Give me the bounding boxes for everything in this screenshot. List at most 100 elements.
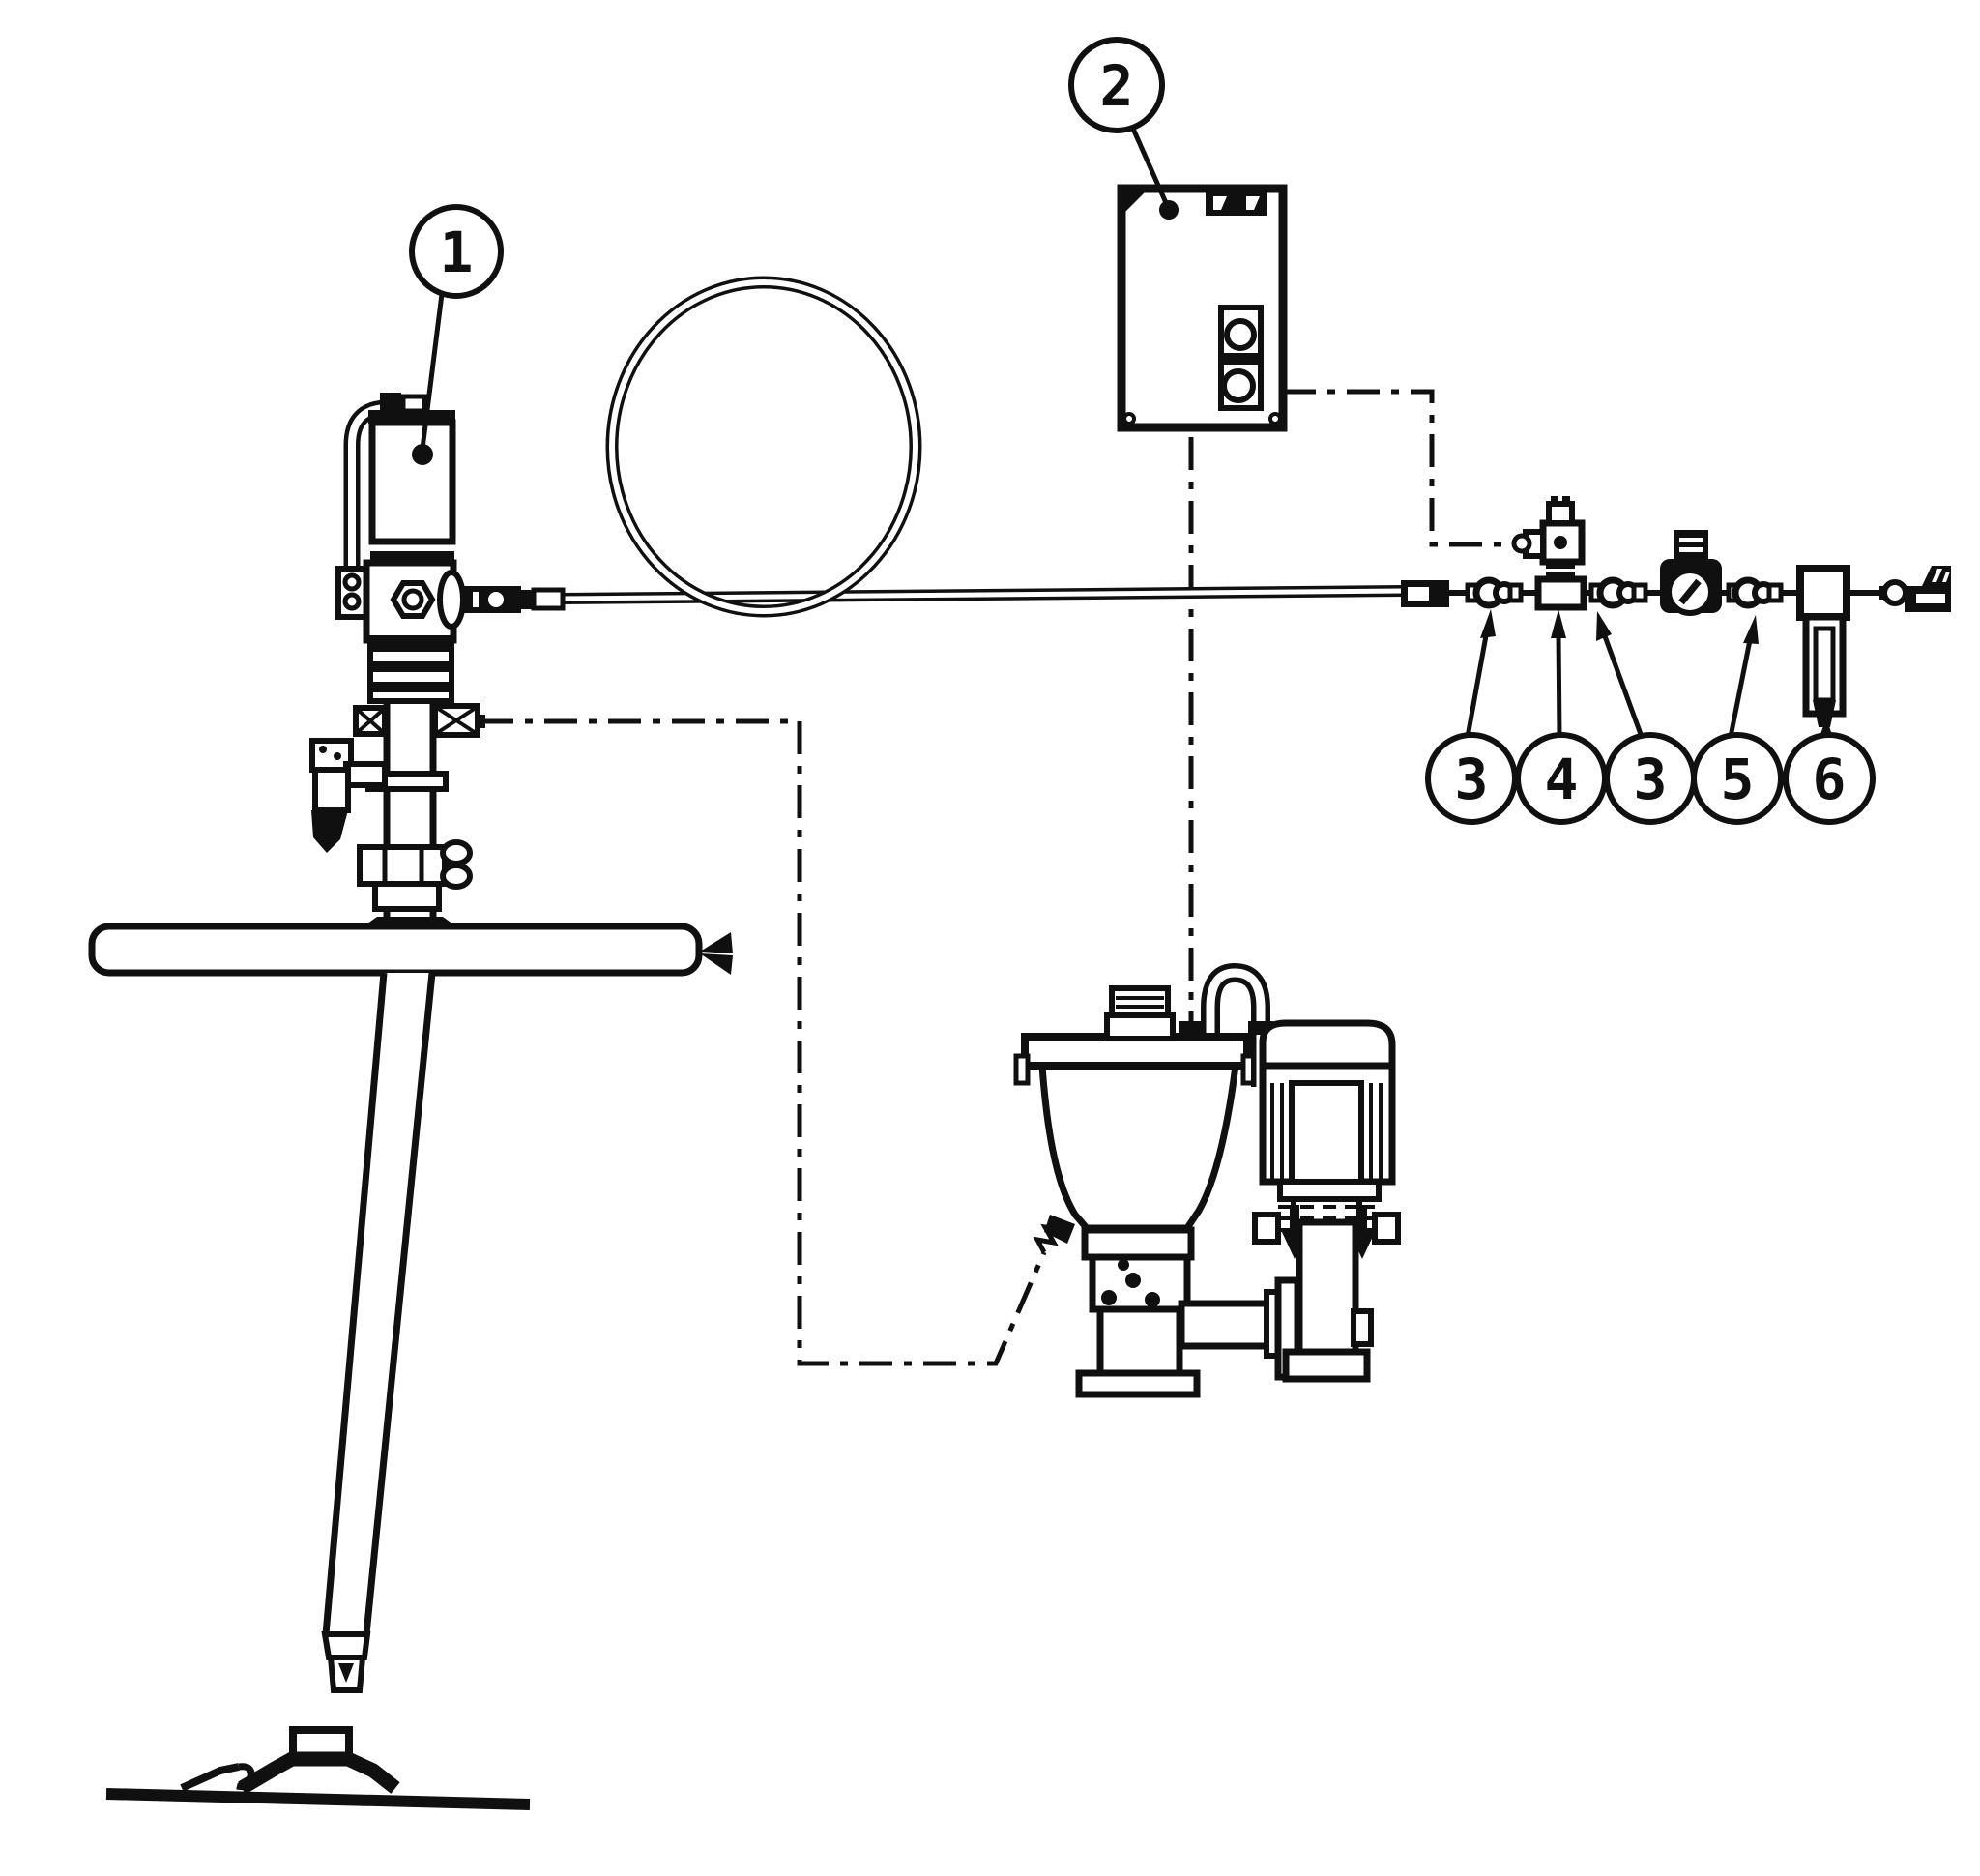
solenoid-port-dot: [1554, 536, 1567, 549]
plate-handle-hook: [236, 1763, 255, 1791]
fitting-slit: [473, 592, 479, 607]
terminal-notch: [1246, 196, 1260, 210]
callout-3a: 3: [1425, 609, 1518, 825]
leader-arrow: [1596, 611, 1612, 641]
leader-line: [1465, 630, 1490, 738]
cover-wing-nut: [700, 932, 733, 953]
callout-label: 6: [1813, 747, 1847, 812]
callout-2: 2: [1068, 37, 1179, 220]
riser-foot-bolt: [342, 572, 362, 592]
suction-tube-lower: [321, 972, 436, 1693]
pedestal-flange: [1081, 1226, 1195, 1261]
leader-line: [420, 293, 445, 450]
balloon-circle: [1783, 732, 1876, 825]
gearbox-bolt: [1125, 1273, 1141, 1288]
balloon-circle: [409, 204, 504, 299]
balloon-circle: [1691, 732, 1784, 825]
plate-dome: [238, 1751, 400, 1795]
line-valve-left: [1465, 576, 1524, 609]
callout-5: 5: [1691, 615, 1784, 825]
line-valve-right: [1588, 576, 1648, 609]
solenoid-valve: [1511, 496, 1587, 611]
callout-label: 3: [1634, 747, 1668, 812]
knob-line: [1679, 538, 1703, 542]
filler-cap: [1109, 985, 1171, 1018]
leader-dot: [1159, 200, 1179, 220]
neck-stub-left: [1252, 1212, 1281, 1245]
cap-ribs: [1116, 996, 1164, 1009]
leader-arrow: [1743, 615, 1759, 644]
top-muffler: [400, 394, 427, 414]
coupler-ring: [1881, 579, 1908, 606]
balloon-circle: [1068, 37, 1165, 133]
bleed-bolt: [319, 746, 327, 753]
air-supply-line: [1401, 496, 1951, 727]
callout-label: 3: [1455, 747, 1489, 812]
pilot-tap: [476, 715, 485, 728]
control-box: [1117, 184, 1288, 432]
bleed-nozzle: [311, 810, 348, 853]
bleed-body: [312, 767, 351, 813]
box-corner-wedge: [1125, 192, 1145, 212]
wing-nut-top: [440, 839, 473, 866]
knob-line: [1679, 547, 1703, 552]
wing-nut-bottom: [440, 863, 473, 890]
column-outlet: [1351, 1308, 1374, 1347]
clamp-left-x: [356, 708, 385, 734]
relief-riser-core: [348, 404, 386, 574]
valve-stub: [1507, 582, 1524, 603]
filler-cap-base: [1104, 1012, 1176, 1041]
cover-wing-nut-lower: [700, 953, 733, 975]
gooseneck-core: [1206, 968, 1266, 1087]
callouts: 1 2 3 4 3: [409, 37, 1876, 825]
air-motor-body: [368, 419, 456, 545]
column-plinth: [1282, 1348, 1371, 1383]
solenoid-lam: [1546, 572, 1575, 578]
gearbox-bolt: [1101, 1290, 1117, 1305]
valve-stub: [1766, 582, 1784, 603]
foot-valve-top: [321, 1631, 371, 1660]
pump-column: [1296, 1218, 1359, 1358]
bung-collar: [372, 881, 442, 912]
valve-stub: [1631, 582, 1648, 603]
callout-1: 1: [409, 204, 504, 465]
clamp-right-x: [435, 706, 478, 735]
tube-mask: [326, 973, 432, 1634]
air-inlet-coupler: [1879, 566, 1951, 612]
hex-plug-center: [401, 588, 424, 611]
pilot-line-box-to-solenoid: [1283, 389, 1518, 547]
box-screw: [1122, 412, 1136, 425]
pressure-regulator: [1660, 530, 1722, 616]
solenoid-cap: [1546, 501, 1575, 526]
pedestal-column: [1096, 1305, 1183, 1377]
hose-coil-core: [609, 279, 918, 614]
pilot-line-pump-to-mixer: [480, 718, 1047, 1366]
leader-line: [1556, 633, 1562, 738]
solenoid-base: [1534, 575, 1587, 611]
callout-label: 1: [440, 220, 474, 285]
drum-cover: [88, 923, 733, 977]
callout-label: 5: [1721, 747, 1755, 812]
rim-latch-left: [1013, 1053, 1031, 1086]
gearbox-bolt: [1118, 1259, 1129, 1271]
bleed-arm: [343, 761, 388, 788]
filter-drain: [1813, 700, 1836, 727]
outlet-fitting: [1726, 576, 1784, 609]
leader-line: [1728, 639, 1753, 738]
leader-arrow: [1551, 609, 1566, 638]
callout-3b: 3: [1596, 611, 1697, 825]
callout-label: 2: [1100, 53, 1134, 119]
motor-stator: [1289, 1080, 1364, 1185]
box-screw: [1268, 412, 1282, 425]
rib: [370, 641, 451, 652]
delivery-hose: [560, 276, 1405, 618]
button-upper-face: [1224, 318, 1257, 351]
motor-dome: [1259, 1019, 1396, 1070]
suction-tube: [322, 972, 436, 1635]
leader-dot: [412, 444, 433, 465]
outlet-boss: [437, 570, 466, 630]
leader-arrow: [1480, 609, 1496, 638]
mixer-unit: [1013, 962, 1401, 1398]
cap-nub: [1551, 496, 1558, 504]
